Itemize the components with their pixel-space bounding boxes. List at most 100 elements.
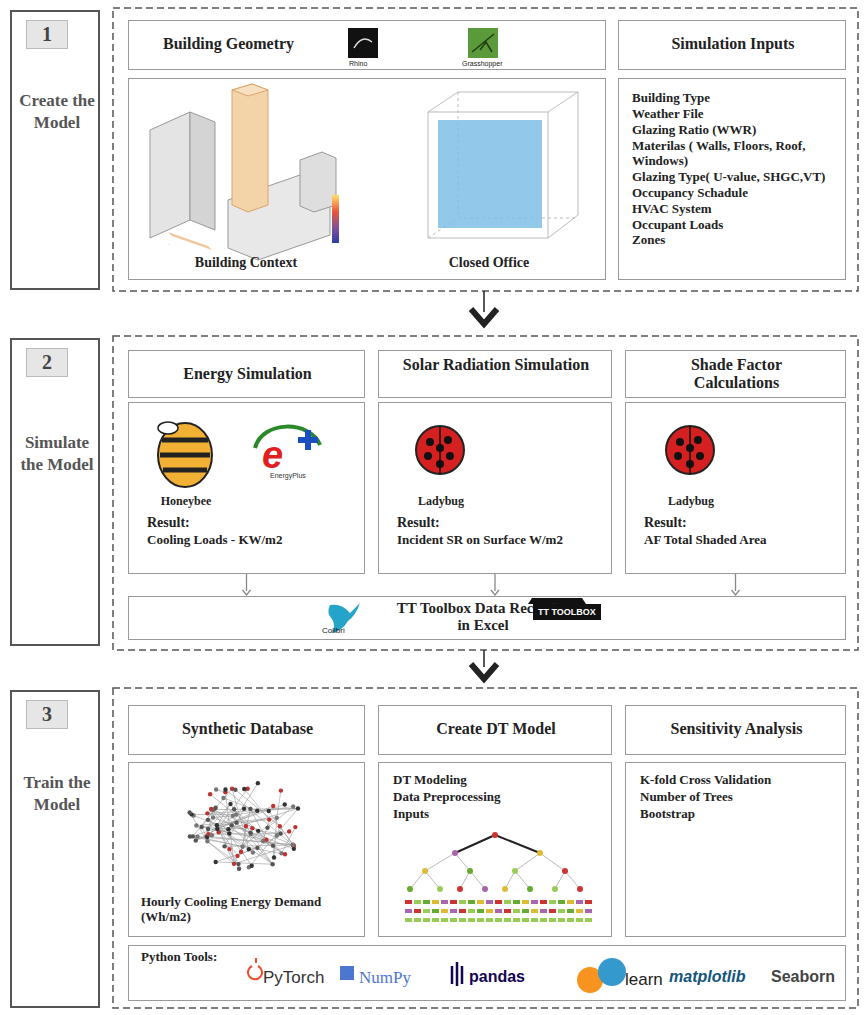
tree-leaf bbox=[549, 909, 556, 913]
header-box: Shade Factor Calculations bbox=[625, 350, 846, 398]
header-box: Simulation Inputs bbox=[618, 20, 846, 70]
graph-edge bbox=[249, 808, 298, 867]
tree-leaf bbox=[513, 918, 520, 922]
list-item: Bootstrap bbox=[640, 807, 835, 822]
tree-branch bbox=[555, 871, 565, 889]
graph-edge bbox=[277, 791, 281, 818]
node-text: PyTorch bbox=[263, 968, 353, 988]
building-context-figure: · bbox=[150, 84, 336, 260]
tree-node bbox=[527, 886, 533, 892]
tree-leaf bbox=[486, 918, 493, 922]
graph-node bbox=[233, 788, 237, 792]
graph-edge bbox=[216, 862, 273, 864]
list-item: Glazing Ratio (WWR) bbox=[632, 123, 835, 138]
graph-node bbox=[188, 834, 192, 838]
tree-leaf bbox=[558, 918, 565, 922]
graph-edge bbox=[194, 816, 273, 846]
list-item: HVAC System bbox=[632, 202, 835, 217]
ladybug-spot bbox=[424, 452, 432, 460]
tree-branch bbox=[565, 871, 580, 889]
ladybug-line bbox=[689, 426, 691, 474]
graph-edge bbox=[210, 794, 285, 854]
tree-branch bbox=[455, 853, 470, 871]
list-item: Zones bbox=[632, 233, 835, 248]
node-text: Hourly Cooling Energy Demand (Wh/m2) bbox=[141, 895, 356, 925]
tree-branch bbox=[455, 835, 495, 853]
node-text: Sensitivity Analysis bbox=[632, 720, 841, 738]
graph-node bbox=[283, 802, 287, 806]
tree-leaf bbox=[414, 900, 421, 904]
icon-caption: Colibri bbox=[322, 626, 345, 635]
stage-label-box: 2Simulate the Model bbox=[10, 338, 100, 646]
tree-leaf bbox=[522, 900, 529, 904]
connector-line bbox=[246, 574, 247, 591]
tree-leaf bbox=[486, 909, 493, 913]
list-item: Occupant Loads bbox=[632, 218, 835, 233]
node-text: Seaborn bbox=[771, 968, 847, 986]
graph-node bbox=[275, 833, 279, 837]
graph-edge bbox=[190, 836, 285, 854]
tree-leaf bbox=[540, 909, 547, 913]
tree-leaf bbox=[450, 918, 457, 922]
node-text: Result: bbox=[147, 515, 352, 531]
graph-node bbox=[293, 825, 297, 829]
graph-edge bbox=[193, 804, 285, 836]
stage-label-box: 1Create the Model bbox=[10, 10, 100, 290]
content-box: HoneybeeResult:Cooling Loads - KW/m2 bbox=[128, 402, 365, 574]
tree-leaf bbox=[450, 909, 457, 913]
graph-node bbox=[291, 842, 295, 846]
list-item: Occupancy Schadule bbox=[632, 186, 835, 201]
tree-node bbox=[457, 886, 463, 892]
tree-leaf bbox=[414, 909, 421, 913]
tree-leaf bbox=[585, 918, 592, 922]
graph-edge bbox=[225, 789, 292, 845]
graph-node bbox=[194, 838, 198, 842]
tree-leaf bbox=[495, 909, 502, 913]
network-graph bbox=[187, 781, 300, 871]
graph-edge bbox=[241, 809, 250, 852]
graph-edge bbox=[238, 831, 290, 855]
graph-node bbox=[199, 825, 203, 829]
decision-tree bbox=[405, 832, 592, 922]
graph-node bbox=[206, 827, 210, 831]
graph-node bbox=[256, 781, 260, 785]
tree-branch bbox=[425, 853, 455, 871]
tree-node bbox=[467, 868, 473, 874]
ladybug-spot bbox=[446, 452, 454, 460]
ladybug-spots bbox=[424, 426, 704, 474]
tree-leaf bbox=[477, 909, 484, 913]
header-box: Sensitivity Analysis bbox=[625, 705, 846, 755]
graph-node bbox=[210, 833, 214, 837]
tree-node bbox=[562, 868, 568, 874]
tree-leaf bbox=[531, 909, 538, 913]
ladybug-icon bbox=[416, 426, 714, 474]
list-item: K-fold Cross Validation bbox=[640, 773, 835, 788]
node-text: Train the Model bbox=[14, 772, 100, 816]
list-item: DT Modeling bbox=[393, 773, 601, 788]
tree-node bbox=[552, 886, 558, 892]
tree-leaf bbox=[540, 918, 547, 922]
graph-node bbox=[194, 823, 198, 827]
node-text: Honeybee bbox=[141, 495, 231, 509]
pandas-icon bbox=[452, 962, 462, 986]
stage-label-box: 3Train the Model bbox=[10, 690, 100, 1008]
graph-edge bbox=[208, 820, 273, 864]
node-text: Result: bbox=[644, 515, 849, 531]
tree-branch bbox=[540, 853, 565, 871]
graph-node bbox=[215, 827, 219, 831]
node-text: Solar Radiation Simulation bbox=[401, 356, 591, 374]
content-box: Hourly Cooling Energy Demand (Wh/m2) bbox=[128, 762, 365, 937]
tree-leaf bbox=[477, 900, 484, 904]
graph-edge bbox=[217, 806, 273, 829]
graph-node bbox=[271, 804, 275, 808]
node-text: Closed Office bbox=[419, 255, 559, 271]
graph-node bbox=[226, 827, 230, 831]
tree-node bbox=[452, 850, 458, 856]
tree-leaf bbox=[504, 909, 511, 913]
tree-leaf bbox=[459, 909, 466, 913]
tree-leaf bbox=[405, 918, 412, 922]
grasshopper-icon bbox=[468, 28, 498, 58]
list-item: Data Preprocessing bbox=[393, 790, 601, 805]
node-text: Simulation Inputs bbox=[625, 35, 841, 53]
header-box: Synthetic Database bbox=[128, 705, 365, 755]
